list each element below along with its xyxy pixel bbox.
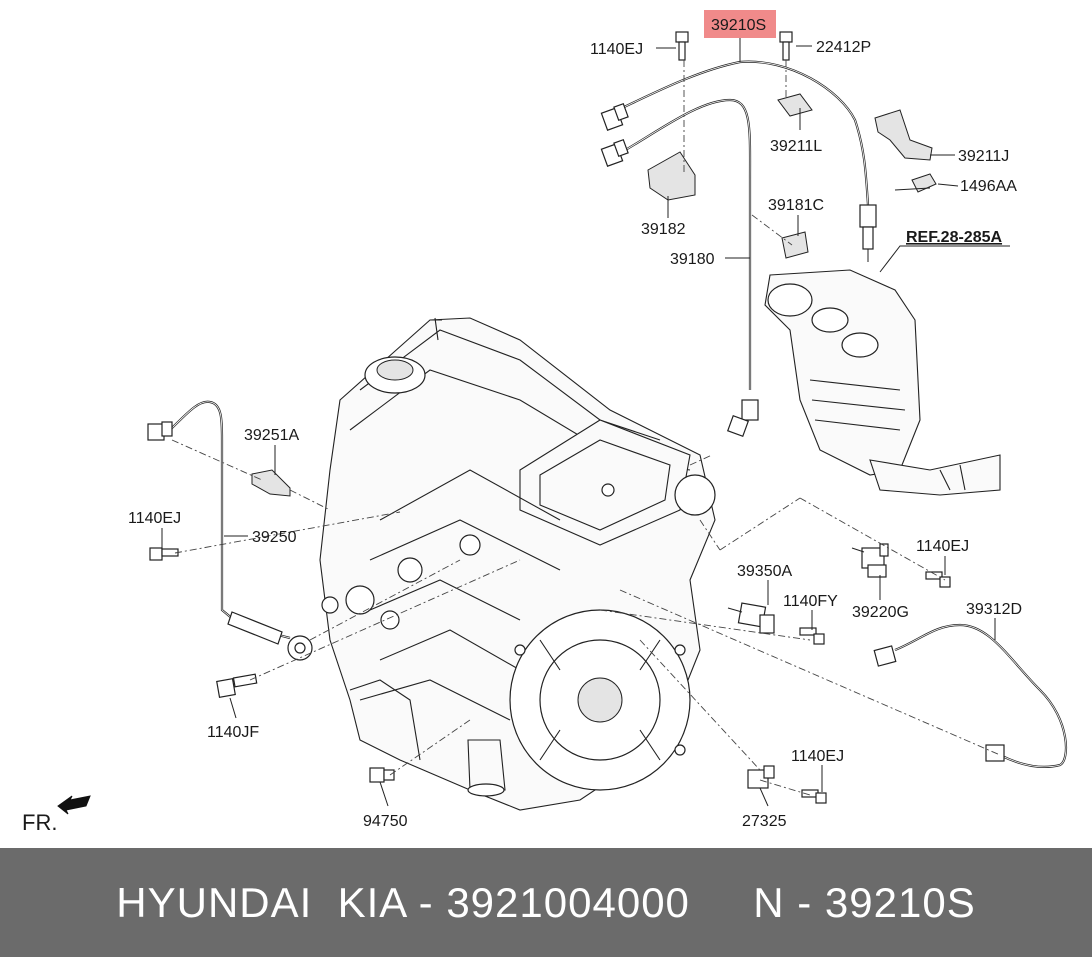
highlight-box-39210s (704, 10, 776, 38)
label-1140ej-left[interactable]: 1140EJ (128, 510, 181, 527)
bolt-1140ej-top (675, 31, 689, 61)
bracket-39251a-shape (251, 469, 291, 497)
bracket-39211j-shape (874, 109, 933, 161)
sensor-39220g (851, 543, 889, 578)
label-fr: FR. (22, 810, 57, 835)
bolt-22412p (779, 31, 793, 61)
front-direction-indicator: FR. (22, 795, 91, 835)
sensor-harness-39250 (147, 400, 313, 661)
engine-block-illustration (319, 317, 716, 811)
bracket-39181c-shape (781, 231, 809, 259)
bolt-1140fy (799, 627, 825, 645)
label-39312d[interactable]: 39312D (966, 601, 1022, 618)
label-39350a[interactable]: 39350A (737, 563, 792, 580)
leader-lines (161, 38, 1010, 807)
part-number-footer: HYUNDAI KIA - 3921004000 N - 39210S (0, 848, 1092, 957)
clip-1496aa-shape (911, 173, 937, 193)
label-1140ej-bottom[interactable]: 1140EJ (791, 748, 844, 765)
bolt-1140ej-left (149, 547, 179, 561)
reference-lines (171, 60, 1001, 796)
label-1496aa[interactable]: 1496AA (960, 178, 1017, 195)
oxygen-sensor-39210s (600, 60, 877, 262)
sensor-harness-39312d (873, 623, 1068, 769)
label-1140jf[interactable]: 1140JF (207, 724, 259, 741)
label-39250[interactable]: 39250 (252, 529, 297, 546)
front-arrow-icon (57, 795, 91, 815)
sensor-39350a (727, 602, 775, 634)
label-27325[interactable]: 27325 (742, 813, 787, 830)
label-39210s[interactable]: 39210S (711, 17, 766, 34)
label-39220g[interactable]: 39220G (852, 604, 909, 621)
footer-part-numbers: HYUNDAI KIA - 3921004000 N - 39210S (116, 878, 976, 926)
plug-94750 (369, 767, 395, 783)
label-39211l[interactable]: 39211L (770, 138, 822, 155)
label-1140ej-right[interactable]: 1140EJ (916, 538, 969, 555)
label-1140ej-top[interactable]: 1140EJ (590, 41, 643, 58)
bolt-1140jf (216, 673, 258, 698)
label-39251a[interactable]: 39251A (244, 427, 299, 444)
bracket-39182-shape (647, 151, 696, 201)
label-39182[interactable]: 39182 (641, 221, 686, 238)
label-1140fy[interactable]: 1140FY (783, 593, 838, 610)
oxygen-sensor-39180 (600, 98, 759, 438)
label-39180[interactable]: 39180 (670, 251, 715, 268)
sensor-27325 (747, 765, 775, 789)
label-39211j[interactable]: 39211J (958, 148, 1009, 165)
label-22412p[interactable]: 22412P (816, 39, 871, 56)
label-39181c[interactable]: 39181C (768, 197, 824, 214)
parts-diagram: 39210S 1140EJ 22412P 39211L 39211J 1496A… (22, 10, 1068, 835)
catalytic-converter-illustration (764, 269, 1001, 496)
bolt-1140ej-right (925, 571, 951, 588)
bracket-39211l-shape (777, 93, 813, 117)
bolt-1140ej-bottom (801, 789, 827, 804)
label-ref-28-285a[interactable]: REF.28-285A (906, 229, 1002, 246)
label-94750[interactable]: 94750 (363, 813, 408, 830)
